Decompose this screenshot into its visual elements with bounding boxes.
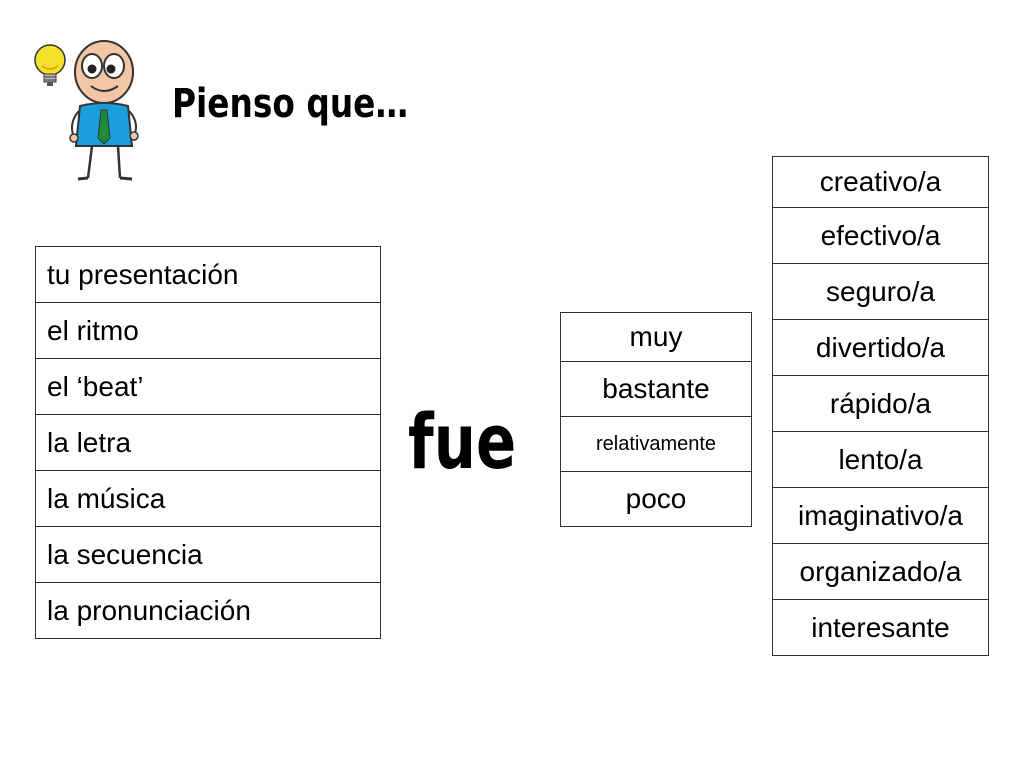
adverb-cell: bastante [560, 361, 752, 417]
adjective-cell: rápido/a [772, 375, 989, 432]
subjects-table: tu presentación el ritmo el ‘beat’ la le… [35, 246, 381, 639]
lightbulb-icon [34, 44, 66, 86]
adjective-cell: interesante [772, 599, 989, 656]
adjective-cell: organizado/a [772, 543, 989, 600]
adjective-cell: creativo/a [772, 156, 989, 208]
adjective-cell: divertido/a [772, 319, 989, 376]
adjectives-table: creativo/a efectivo/a seguro/a divertido… [772, 156, 989, 656]
subject-cell: la letra [35, 414, 381, 471]
subject-cell: la pronunciación [35, 582, 381, 639]
subject-cell: la música [35, 470, 381, 527]
subject-cell: el ‘beat’ [35, 358, 381, 415]
adjective-cell: efectivo/a [772, 207, 989, 264]
thinking-person-lightbulb-icon [34, 40, 139, 181]
subject-cell: la secuencia [35, 526, 381, 583]
adverb-cell: relativamente [560, 416, 752, 472]
adjective-cell: seguro/a [772, 263, 989, 320]
adjective-cell: imaginativo/a [772, 487, 989, 544]
subject-cell: el ritmo [35, 302, 381, 359]
adjective-cell: lento/a [772, 431, 989, 488]
adverbs-table: muy bastante relativamente poco [560, 312, 752, 527]
adverb-cell: muy [560, 312, 752, 362]
adverb-cell: poco [560, 471, 752, 527]
subject-cell: tu presentación [35, 246, 381, 303]
page-title: Pienso que… [172, 81, 409, 127]
verb-fue: fue [408, 397, 517, 486]
